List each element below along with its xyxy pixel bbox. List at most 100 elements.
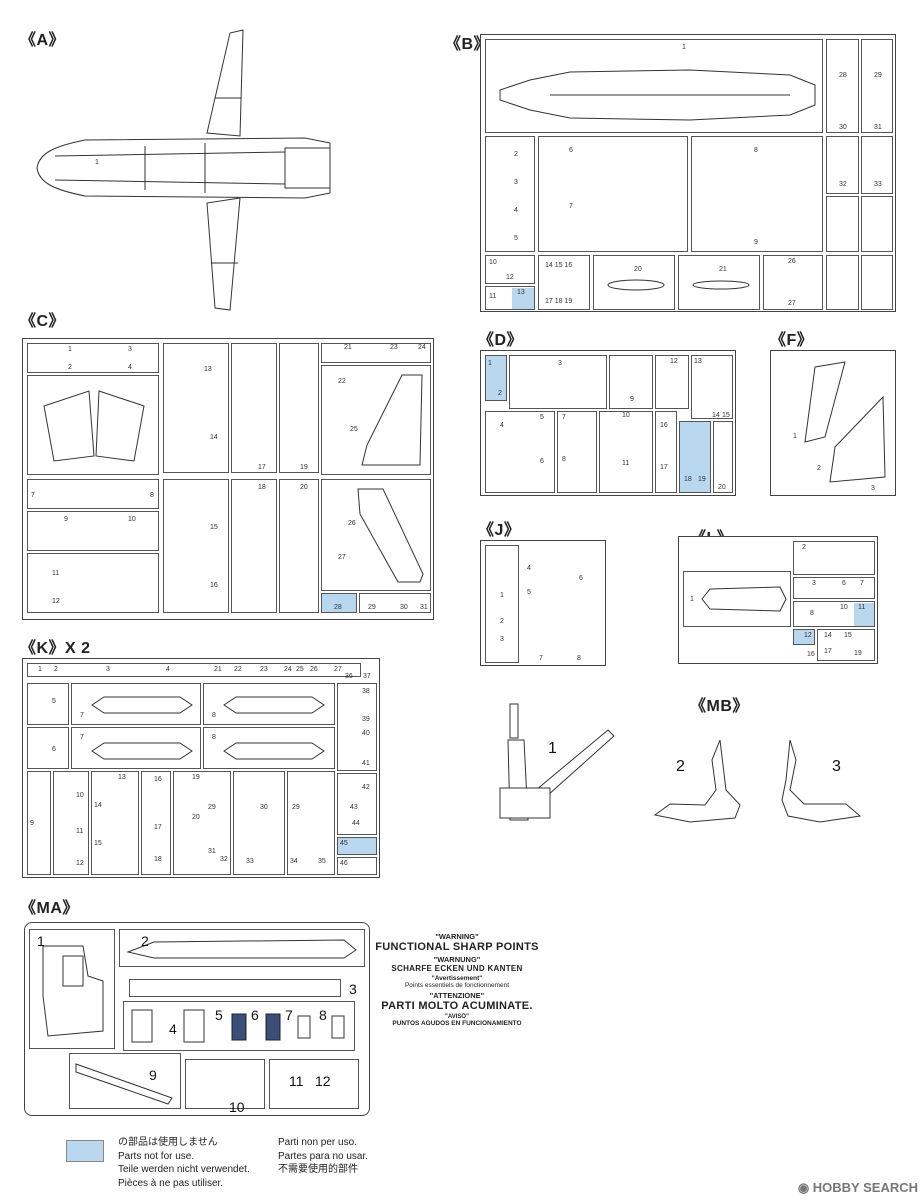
part-number: 11 xyxy=(76,828,84,835)
sheet-a-label: 《A》 xyxy=(20,32,66,49)
sheet-l-part-1-cell: 1 xyxy=(683,571,791,627)
part-number: 17 18 19 xyxy=(545,298,573,305)
sheet-b-parts-22-23-cell: 26 27 xyxy=(763,255,823,310)
part-number: 2 xyxy=(500,618,504,625)
legend-en: Parts not for use. xyxy=(118,1150,195,1162)
part-number: 13 xyxy=(694,358,702,365)
legend-zh: 不需要使用的部件 xyxy=(278,1164,358,1175)
warning-de-text: SCHARFE ECKEN UND KANTEN xyxy=(391,964,523,973)
sheet-d-part-9-cell: 9 xyxy=(609,355,653,409)
part-number: 7 xyxy=(31,492,35,499)
sheet-b-part-32-cell xyxy=(826,255,859,310)
part-number: 14 xyxy=(210,434,218,441)
sheet-d-parts-4-6-cell: 4 5 6 xyxy=(485,411,555,493)
part-number: 33 xyxy=(246,858,254,865)
part-number: 13 xyxy=(517,289,525,296)
sheet-ma-label: 《MA》 xyxy=(20,900,79,917)
part-number: 43 xyxy=(350,804,358,811)
part-number: 37 xyxy=(363,673,371,680)
part-number: 9 xyxy=(149,1067,157,1083)
sheet-b-part-1-cell: 1 xyxy=(485,39,823,133)
unused-part-45: 45 xyxy=(337,837,377,855)
unused-part-11: 11 xyxy=(854,603,874,626)
sheet-mb-label: 《MB》 xyxy=(690,698,749,715)
part-number: 1 xyxy=(500,592,504,599)
sheet-b-part-24-cell: 28 30 xyxy=(826,39,859,133)
part-number: 27 xyxy=(788,300,796,307)
sheet-c-part-17-cell: 17 xyxy=(231,343,277,473)
sheet-j-frame: 1 2 3 4 6 5 7 8 xyxy=(480,540,606,666)
part-number: 3 xyxy=(514,179,518,186)
part-number: 4 xyxy=(128,364,132,371)
sheet-d-part-12-cell: 12 xyxy=(655,355,689,409)
sheet-b-parts-14-19-cell: 14 15 16 17 18 19 xyxy=(538,255,590,310)
part-number: 30 xyxy=(260,804,268,811)
sheet-b-parts-2-5-cell: 2 3 4 5 xyxy=(485,136,535,252)
sheet-c-parts-29-31-cell: 29 30 31 xyxy=(359,593,431,613)
part-number: 24 xyxy=(418,344,426,351)
part-number: 7 xyxy=(562,414,566,421)
part-number: 5 xyxy=(514,235,518,242)
part-number: 40 xyxy=(362,730,370,737)
part-number: 11 xyxy=(489,293,497,300)
part-number: 26 xyxy=(348,520,356,527)
part-number: 33 xyxy=(874,181,882,188)
part-number: 11 xyxy=(622,460,630,467)
sheet-c-parts-11-12-cell: 11 12 xyxy=(27,553,159,613)
part-number: 5 xyxy=(540,414,544,421)
part-number: 5 xyxy=(215,1007,223,1023)
part-number: 26 xyxy=(788,258,796,265)
unused-parts-1-2: 1 2 xyxy=(485,355,507,401)
sheet-d-parts-13-15-cell: 13 14 15 xyxy=(691,355,733,419)
part-number: 10 xyxy=(489,259,497,266)
part-number: 30 xyxy=(839,124,847,131)
sheet-c-label: 《C》 xyxy=(20,313,66,330)
part-number: 12 xyxy=(76,860,84,867)
part-number: 6 xyxy=(842,580,846,587)
part-number: 1 xyxy=(682,44,686,51)
part-number: 6 xyxy=(251,1007,259,1023)
part-number: 19 xyxy=(854,650,862,657)
sheet-c-parts-13-14-cell: 13 14 xyxy=(163,343,229,473)
part-number: 3 xyxy=(812,580,816,587)
part-number: 27 xyxy=(334,666,342,673)
part-number: 32 xyxy=(839,181,847,188)
part-number: 18 xyxy=(258,484,266,491)
sheet-l-frame: 1 2 3 6 7 8 10 11 12 14 15 17 19 16 xyxy=(678,536,878,664)
part-number: 19 xyxy=(192,774,200,781)
sheet-b-part-33-cell xyxy=(861,255,893,310)
part-number: 24 xyxy=(284,666,292,673)
part-number: 31 xyxy=(420,604,428,611)
part-number: 7 xyxy=(80,712,84,719)
part-number: 36 xyxy=(345,673,353,680)
sheet-k-parts-30-33-cell: 30 33 xyxy=(233,771,285,875)
sheet-ma-part-10-cell xyxy=(185,1059,265,1109)
sheet-k-parts-19-20-31-32-cell: 19 20 29 31 32 xyxy=(173,771,231,875)
part-number: 3 xyxy=(558,360,562,367)
sheet-f-label: 《F》 xyxy=(770,332,814,349)
sheet-b-part-31-cell xyxy=(861,196,893,252)
sheet-a-fuselage-drawing: 1 xyxy=(36,29,331,311)
part-number: 18 xyxy=(154,856,162,863)
sheet-d-parts-16-17-cell: 16 17 xyxy=(655,411,677,493)
warning-en-text: FUNCTIONAL SHARP POINTS xyxy=(375,941,539,953)
sheet-c-parts-15-16-cell: 15 16 xyxy=(163,479,229,613)
part-number: 7 xyxy=(539,655,543,662)
sheet-ma-part-3-cell xyxy=(129,979,341,997)
part-number: 29 xyxy=(292,804,300,811)
part-number: 45 xyxy=(340,840,348,847)
sheet-k-top-row: 1 2 3 4 21 22 23 24 25 26 27 xyxy=(27,663,361,677)
part-number: 20 xyxy=(300,484,308,491)
part-number: 29 xyxy=(874,72,882,79)
part-number: 3 xyxy=(500,636,504,643)
legend-fr: Pièces à ne pas utiliser. xyxy=(118,1177,224,1189)
sheet-b-part-30-cell xyxy=(826,196,859,252)
part-number: 12 xyxy=(670,358,678,365)
part-number: 18 xyxy=(684,476,692,483)
part-number: 31 xyxy=(208,848,216,855)
part-number: 9 xyxy=(30,820,34,827)
part-number: 2 xyxy=(141,933,149,949)
part-number: 7 xyxy=(80,734,84,741)
warning-block: "WARNING" FUNCTIONAL SHARP POINTS "WARNU… xyxy=(362,930,552,1027)
sheet-k-parts-10-12-cell: 10 11 12 xyxy=(53,771,89,875)
